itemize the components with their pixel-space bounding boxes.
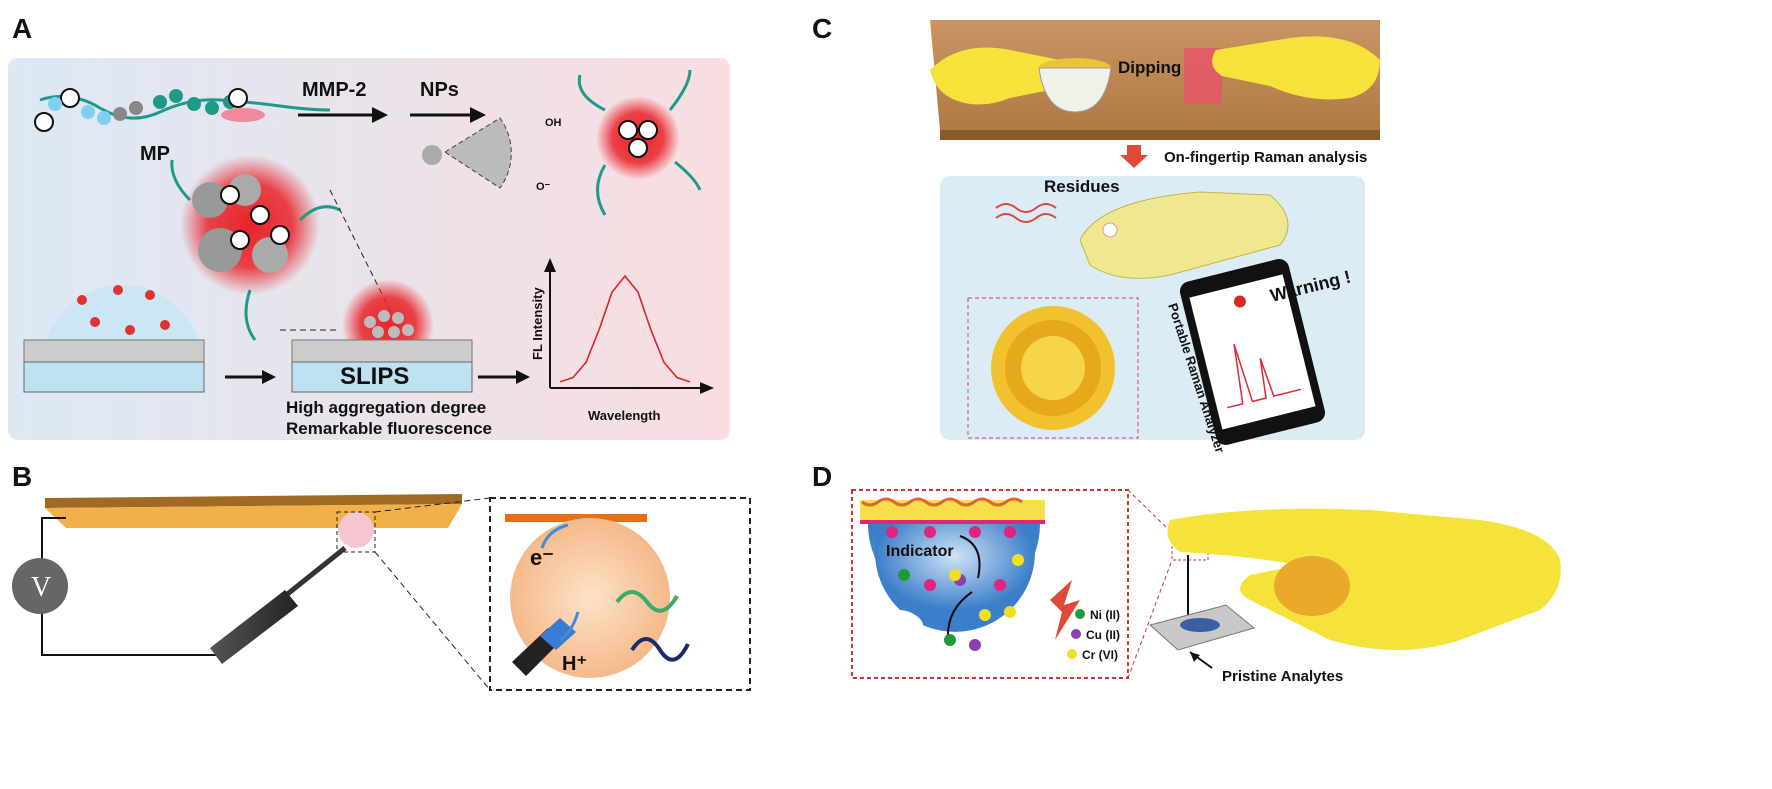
down-arrow-c: [1120, 145, 1148, 168]
voltmeter-label: V: [31, 572, 51, 603]
legend-cr: Cr (VI): [1082, 648, 1118, 662]
nps-arrowhead: [470, 107, 486, 123]
sweat-droplet: [338, 512, 374, 548]
dipping-label: Dipping: [1118, 58, 1181, 77]
panel-c-letter: C: [812, 13, 832, 44]
panel-b: B V e⁻ H⁺: [12, 461, 751, 691]
finger-top-edge: [45, 494, 462, 508]
aggregated-nanoparticle-top: [577, 69, 702, 216]
fingertip: [1079, 191, 1289, 279]
mp-label: MP: [140, 143, 170, 165]
portable-raman-analyzer: [1179, 259, 1326, 445]
circuit-wire: [41, 517, 216, 656]
panel-b-letter: B: [12, 461, 32, 492]
nps-label: NPs: [420, 79, 459, 101]
lightning-icon: [1050, 580, 1080, 640]
legend-ni-icon: [1075, 609, 1085, 619]
slips-label: SLIPS: [340, 363, 409, 390]
chart-y-label: FL Intensity: [530, 287, 545, 360]
analyte-spot: [1180, 618, 1220, 632]
caption-line-2: Remarkable fluorescence: [286, 419, 492, 438]
dna-navy-icon: [630, 637, 690, 662]
legend-ni: Ni (II): [1090, 608, 1120, 622]
analytes-label: Pristine Analytes: [1222, 668, 1343, 685]
legend-cr-icon: [1067, 649, 1077, 659]
proton-label: H⁺: [562, 653, 587, 675]
panel-d-letter: D: [812, 461, 832, 492]
sensing-layer: [860, 500, 1045, 520]
legend-cu-icon: [1071, 629, 1081, 639]
zoom-inset-c: [967, 297, 1139, 439]
tea-cup: [1038, 67, 1112, 113]
panel-d: D Indicator Ni (II) Cu (II): [812, 461, 1561, 685]
substrate-left: [23, 339, 205, 393]
ion-particles: [886, 526, 1024, 651]
carboxyl-nanoparticle: OH O⁻: [422, 117, 562, 193]
mmp2-arrowhead: [372, 107, 388, 123]
legend-cu: Cu (II): [1086, 628, 1120, 642]
dna-green-icon: [615, 590, 679, 613]
residues-label: Residues: [1044, 177, 1120, 196]
electrode-probe: [210, 546, 347, 664]
mp-peptide-chain: [34, 88, 331, 132]
panel-c: C Dipping On-fingertip Raman analysis Re…: [812, 13, 1380, 455]
electron-arrow: [540, 523, 569, 549]
carboxyl-o-label: O⁻: [536, 181, 551, 193]
electrode-surface: [505, 514, 647, 522]
electron-label: e⁻: [530, 545, 554, 570]
carboxyl-oh-label: OH: [545, 117, 562, 129]
residue-spot: [1102, 222, 1118, 238]
ion-legend: Ni (II) Cu (II) Cr (VI): [1067, 608, 1120, 662]
slips-substrate: [291, 279, 473, 393]
fl-intensity-curve: [559, 274, 691, 383]
aggregated-nanoparticle-cluster: [170, 155, 341, 341]
glove-right: [1212, 36, 1380, 100]
finger-sensor-strip: [45, 504, 462, 528]
chart-x-label: Wavelength: [588, 408, 661, 423]
dispersed-nanoparticles: [77, 285, 170, 335]
glove-hand: [1167, 508, 1561, 650]
indicator-arrow: [959, 535, 981, 579]
gold-nanostar: [991, 306, 1115, 430]
panel-a-letter: A: [12, 13, 32, 44]
voltmeter-icon: [12, 558, 68, 614]
laser-wave-icon: [995, 203, 1057, 213]
glove-left: [930, 47, 1064, 105]
fl-intensity-chart: FL Intensity Wavelength: [530, 258, 714, 423]
indicator-label: Indicator: [886, 543, 954, 560]
raman-spectrum: [1227, 343, 1302, 409]
mmp2-label: MMP-2: [302, 79, 366, 101]
panel-a: A MP MMP-2 NPs: [8, 13, 730, 440]
zoom-box-b: [336, 511, 376, 553]
alert-icon: [1233, 295, 1246, 308]
h-plus-probe: [512, 618, 576, 676]
caption-line-1: High aggregation degree: [286, 398, 486, 417]
thumb: [1274, 556, 1350, 616]
bubble: [893, 610, 923, 630]
proton-arrow: [559, 611, 580, 642]
analysis-label: On-fingertip Raman analysis: [1164, 149, 1367, 166]
